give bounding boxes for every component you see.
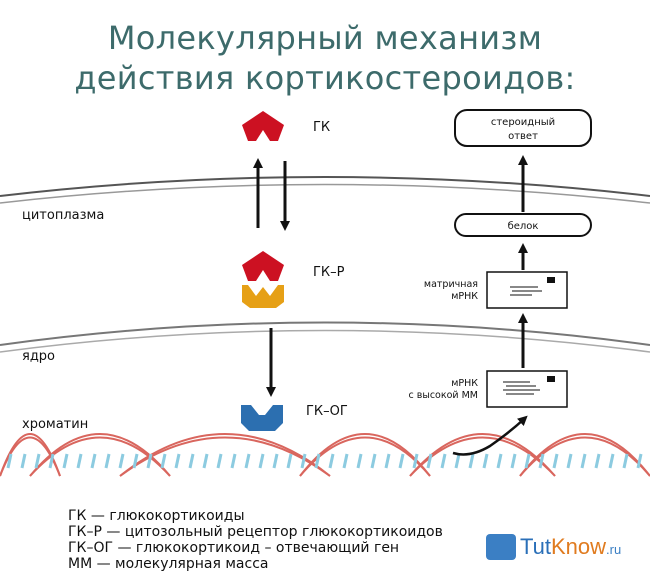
dna-rung [34,453,41,469]
legend-item: ГК–ОГ — глюкокортикоид – отвечающий ген [68,540,400,556]
dna-rung [412,453,419,469]
dna-rung [272,453,279,469]
dna-rung [160,453,167,469]
dna-rung [524,453,531,469]
gkr-ligand-icon [242,251,284,281]
dna-rung [174,453,181,469]
label-mrna-hm-line2: с высокой ММ [408,390,478,401]
title-line-2: действия кортикостероидов: [74,59,576,97]
dna-rung [594,453,601,469]
watermark-text: TutKnow.ru [520,534,622,559]
nuclear-membrane [0,321,650,353]
receptor-icon [242,285,284,308]
dna-rung [216,453,223,469]
dna-rung [314,453,321,469]
dna-rung [132,453,139,469]
dna-rung [48,453,55,469]
watermark-logo-icon [486,534,516,560]
dna-rung [328,453,335,469]
dna-rung [258,453,265,469]
label-mrna-hm-line1: мРНК [451,378,478,389]
label-gkr: ГК–Р [313,265,345,280]
label-mrna-matrix-line2: мРНК [451,291,478,302]
dna-rung [510,453,517,469]
legend-item: ГК–Р — цитозольный рецептор глюкокортико… [68,524,443,540]
watermark: TutKnow.ru [486,534,621,560]
dna-rung [20,453,27,469]
legend-item: ММ — молекулярная масса [68,556,269,572]
dna-rung [482,453,489,469]
dna-rung [76,453,83,469]
gene-binding-icon [241,405,283,431]
dna-rung [384,453,391,469]
dna-rung [468,453,475,469]
label-nucleus: ядро [22,349,55,364]
steroid-response-box [454,109,592,147]
page-title: Молекулярный механизм действия кортикост… [0,18,650,98]
matrix-mrna-doc-icon [486,271,568,309]
gk-ligand-icon [242,111,284,141]
dna-rung [440,453,447,469]
dna-strand [0,436,61,477]
dna-rung [146,453,153,469]
curved-arrow-icon [452,415,528,456]
chromatin-dna [0,433,650,477]
label-chromatin: хроматин [22,417,88,432]
cell-membrane [0,176,650,204]
dna-rung [230,453,237,469]
dna-rung [202,453,209,469]
dna-rung [104,453,111,469]
dna-rung [622,453,629,469]
hm-mrna-doc-icon [486,370,568,408]
dna-strand [519,436,650,477]
dna-rung [454,453,461,469]
legend-item: ГК — глюкокортикоиды [68,508,245,524]
dna-rung [566,453,573,469]
dna-rung [608,453,615,469]
label-mrna-matrix-line1: матричная [424,279,478,290]
label-protein: белок [508,221,539,232]
dna-rung [426,453,433,469]
dna-rung [552,453,559,469]
dna-rung [370,453,377,469]
label-gkog: ГК–ОГ [306,404,348,419]
title-line-1: Молекулярный механизм [107,19,543,57]
dna-rung [286,453,293,469]
dna-rung [636,453,643,469]
label-cytoplasm: цитоплазма [22,208,104,223]
label-gk: ГК [313,120,330,135]
dna-rung [356,453,363,469]
label-steroid-line2: ответ [508,131,538,142]
label-steroid-line1: стероидный [491,117,555,128]
dna-rung [90,453,97,469]
dna-rung [538,453,545,469]
dna-rung [62,453,69,469]
dna-rung [300,453,307,469]
dna-rung [188,453,195,469]
dna-rung [496,453,503,469]
dna-rung [398,453,405,469]
dna-rung [580,453,587,469]
dna-rung [342,453,349,469]
dna-strand [29,436,171,477]
legend: ГК — глюкокортикоиды ГК–Р — цитозольный … [68,508,443,572]
dna-strand [409,436,556,477]
dna-rung [118,453,125,469]
dna-rung [6,453,13,469]
dna-rung [244,453,251,469]
protein-box [454,213,592,237]
